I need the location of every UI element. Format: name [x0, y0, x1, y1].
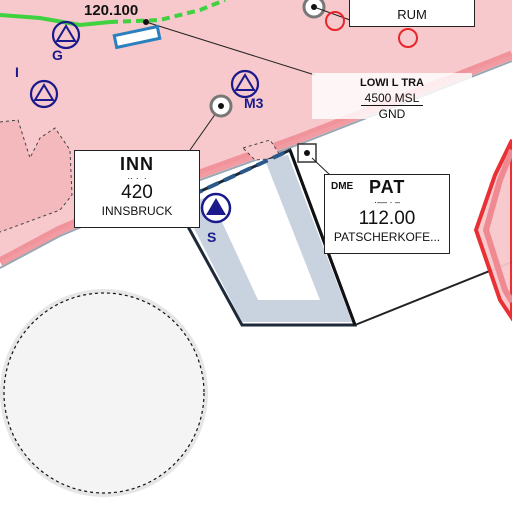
dme-station-icon[interactable]	[297, 143, 317, 163]
restricted-area-inner	[482, 148, 512, 304]
reporting-point-g-icon[interactable]	[51, 20, 81, 50]
reporting-point-s-icon[interactable]	[200, 192, 232, 224]
reporting-point-i-icon[interactable]	[29, 79, 59, 109]
inn-navaid-box[interactable]: INN ·· · · 420 INNSBRUCK	[74, 150, 200, 228]
navaid-top-target-icon[interactable]	[302, 0, 326, 19]
reporting-point-s-label: S	[207, 229, 217, 245]
frequency-boundary-dash	[109, 0, 226, 24]
rum-label: RUM	[397, 7, 427, 22]
obstacle-marker	[325, 11, 345, 31]
inn-morse: ·· · ·	[127, 173, 147, 183]
frequency-boundary	[0, 13, 111, 28]
obstacle-marker	[398, 28, 418, 48]
navaid-target-icon[interactable]	[209, 94, 233, 118]
tra-name: LOWI L TRA	[360, 77, 424, 89]
airfield-zone	[3, 292, 205, 494]
tra-upper-limit: 4500 MSL	[360, 91, 424, 106]
pat-morse: ·–– · –	[373, 197, 400, 207]
frequency-label: 120.100	[84, 2, 139, 19]
tra-label-box[interactable]: LOWI L TRA 4500 MSL GND	[312, 73, 472, 121]
ctr-side-line	[288, 149, 357, 326]
pat-frequency: 112.00	[358, 208, 416, 229]
frequency-box-icon	[112, 24, 162, 50]
inn-name: INNSBRUCK	[101, 204, 173, 218]
terrain-outline	[0, 119, 73, 233]
pat-ident: PAT	[369, 177, 406, 197]
pat-leader-line	[311, 157, 331, 176]
reporting-point-i-label: I	[15, 64, 19, 80]
pat-name: PATSCHERKOFE...	[333, 230, 441, 244]
reporting-point-g-label: G	[52, 47, 63, 63]
inn-ident: INN	[120, 154, 154, 174]
pat-type: DME	[331, 181, 354, 192]
reporting-point-m3-label: M3	[244, 95, 264, 111]
reporting-point-m3-icon[interactable]	[230, 69, 260, 99]
pat-navaid-box[interactable]: DME PAT ·–– · – 112.00 PATSCHERKOFE...	[324, 174, 450, 254]
restricted-area	[473, 139, 512, 322]
frequency-leader-line	[145, 21, 316, 76]
sector-boundary	[354, 261, 512, 326]
runway-area	[182, 155, 352, 322]
tra-lower-limit: GND	[378, 107, 406, 121]
inn-frequency: 420	[121, 182, 153, 203]
frequency-dot	[143, 19, 149, 25]
rum-label-box[interactable]: RUM	[349, 0, 475, 27]
